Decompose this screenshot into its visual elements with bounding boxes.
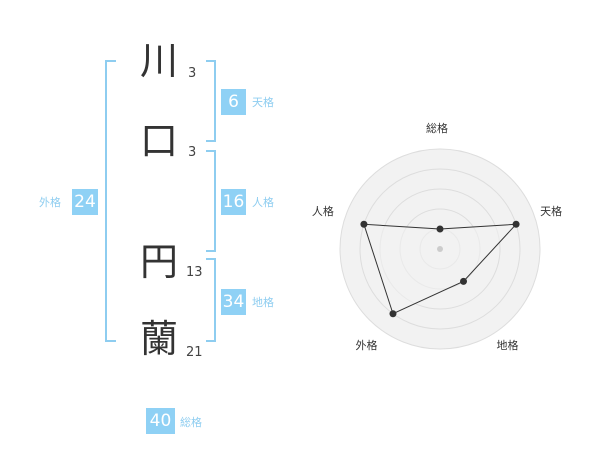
name-char-2: 口 — [139, 119, 178, 163]
stroke-count-4: 21 — [186, 345, 203, 360]
chikaku-badge: 34 — [221, 289, 246, 315]
radar-point-1 — [436, 225, 444, 233]
radar-center-point — [437, 246, 443, 252]
name-char-1: 川 — [139, 39, 178, 83]
gaikaku-badge: 24 — [72, 189, 98, 215]
tenkaku-label: 天格 — [252, 96, 274, 109]
stroke-count-3: 13 — [186, 265, 203, 280]
stroke-count-2: 3 — [188, 145, 197, 160]
chikaku-bracket — [206, 258, 216, 342]
radar-series-polygon — [363, 223, 518, 315]
tenkaku-bracket — [206, 60, 216, 142]
jinkaku-badge: 16 — [221, 189, 246, 215]
radar-axis-label-3: 地格 — [496, 339, 519, 353]
chikaku-label: 地格 — [252, 296, 274, 309]
radar-point-4 — [389, 310, 397, 318]
radar-axis-label-5: 人格 — [311, 204, 334, 218]
radar-grid-ring-4 — [359, 168, 521, 330]
stroke-count-1: 3 — [188, 66, 197, 81]
name-char-3: 円 — [139, 240, 178, 284]
gaikaku-label: 外格 — [39, 196, 61, 209]
soukaku-label: 総格 — [180, 416, 202, 429]
name-char-4: 蘭 — [139, 317, 178, 361]
tenkaku-badge: 6 — [221, 89, 246, 115]
jinkaku-label: 人格 — [252, 196, 274, 209]
radar-axis-label-1: 総格 — [426, 122, 448, 135]
radar-point-2 — [512, 220, 520, 228]
radar-axis-label-2: 天格 — [540, 204, 563, 218]
soukaku-badge: 40 — [146, 408, 175, 434]
radar-axis-label-4: 外格 — [355, 339, 378, 353]
jinkaku-bracket — [206, 150, 216, 252]
gaikaku-bracket — [105, 60, 116, 342]
radar-point-3 — [460, 277, 468, 285]
radar-point-5 — [360, 220, 368, 228]
